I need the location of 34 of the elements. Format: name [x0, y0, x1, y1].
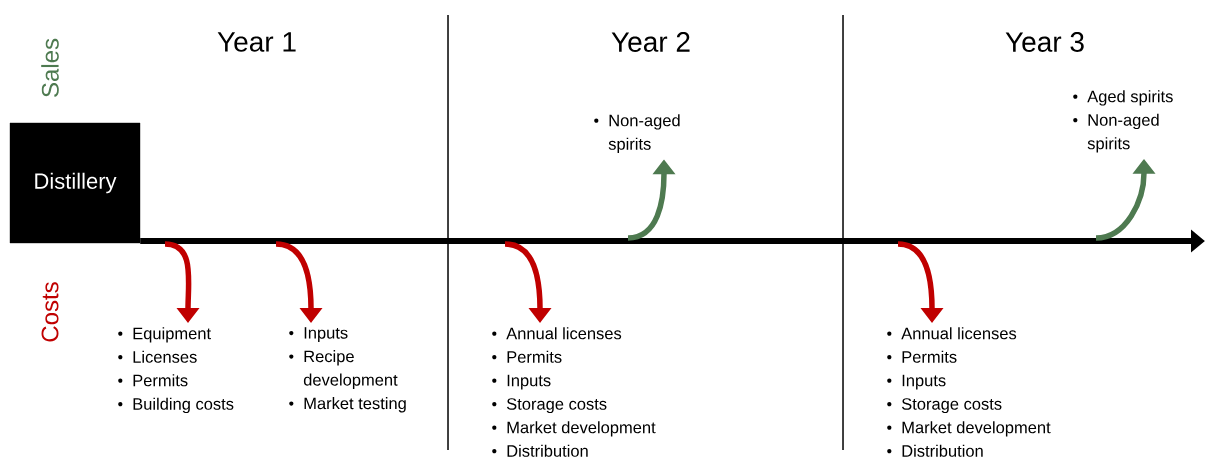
node-label: Inputs [507, 374, 551, 390]
node-label: Aged spirits [1087, 90, 1173, 106]
bullet-list: Inputs Recipe development Market testing [289, 327, 406, 413]
year-heading: Year 1 [217, 32, 296, 52]
node-label: Market development [507, 421, 656, 437]
node-label: Annual licenses [901, 327, 1017, 340]
node-label: Non-aged spirits [1087, 113, 1159, 153]
node-label: Licenses [133, 350, 197, 363]
costs-label: Costs [41, 282, 59, 342]
year-heading: Year 2 [611, 32, 690, 52]
node-label: Storage costs [506, 398, 607, 414]
node-label: Non-aged spirits [608, 114, 680, 154]
bullet-list: Equipment Licenses Permits Building costs [118, 327, 234, 414]
process-box: Distillery [9, 122, 141, 244]
node-label: Inputs [304, 327, 348, 342]
bullet-list: Aged spirits Non-aged spirits [1073, 90, 1173, 153]
node-label: Equipment [133, 327, 211, 343]
bullet-list: Annual licenses Permits Inputs Storage costs Market development Distribution [887, 327, 1051, 457]
bullet-list: Non-aged spirits [594, 114, 680, 154]
node-label: Permits [507, 350, 562, 363]
node-label: Recipe development [303, 350, 398, 389]
node-label: Distribution [902, 444, 983, 457]
node-label: Building costs [133, 397, 234, 414]
node-label: Annual licenses [506, 327, 622, 340]
node-label: Storage costs [901, 398, 1002, 414]
sales-label: Sales [41, 38, 59, 97]
node-label: Permits [902, 350, 957, 363]
node-label: Market development [902, 421, 1051, 437]
node-label: Distribution [507, 444, 588, 457]
year-heading: Year 3 [1005, 32, 1084, 52]
node-label: Market testing [304, 397, 406, 413]
bullet-list: Annual licenses Permits Inputs Storage costs Market development Distribution [492, 327, 656, 457]
node-label: Permits [133, 374, 188, 387]
node-label: Inputs [902, 374, 946, 390]
